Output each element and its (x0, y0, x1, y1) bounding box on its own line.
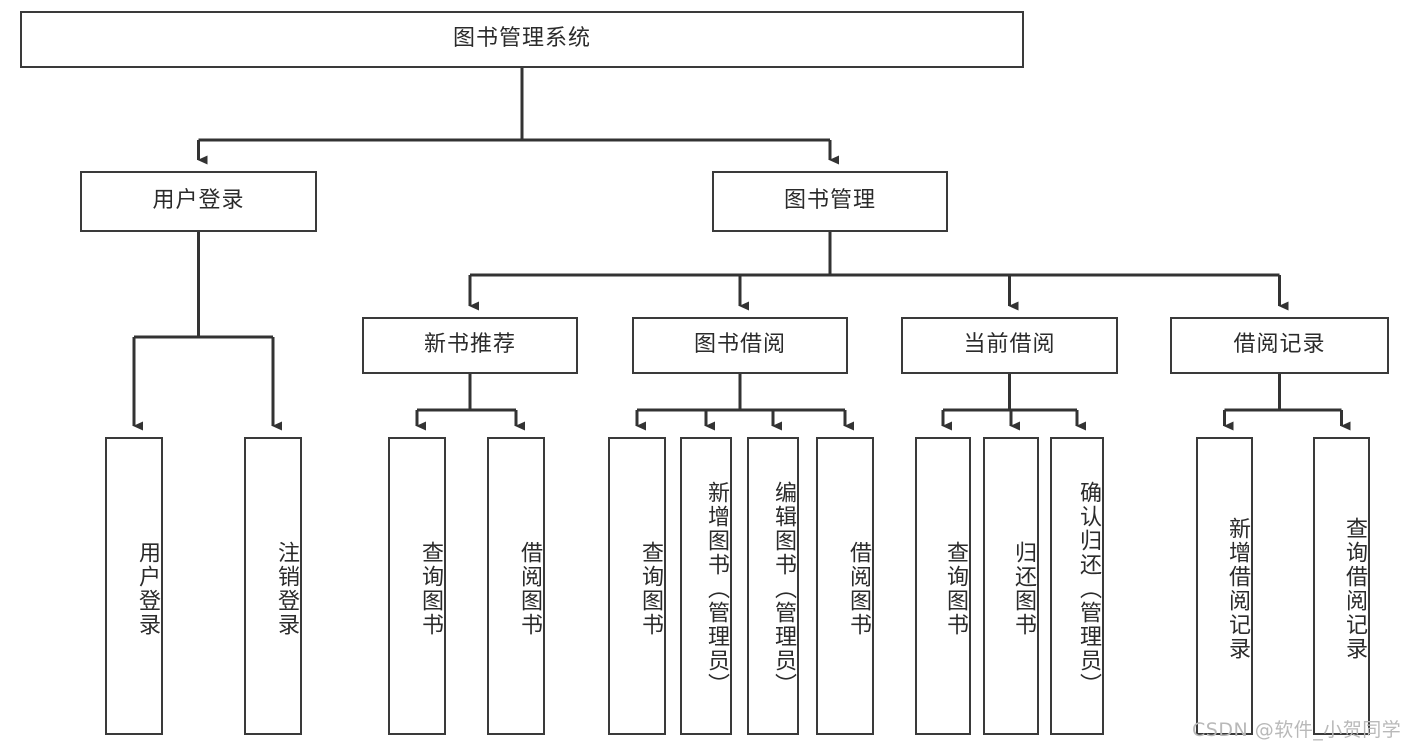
node-leaf-borrow-book: 借阅图书 (816, 437, 874, 735)
node-label: 图书管理 (783, 188, 876, 214)
node-label: 借阅图书 (846, 541, 871, 637)
node-book-manage: 图书管理 (712, 171, 948, 232)
node-label: 查询借阅记录 (1342, 517, 1367, 661)
node-label: 确认归还（管理员） (1076, 481, 1101, 697)
node-label: 借阅图书 (517, 541, 542, 637)
node-label: 查询图书 (638, 541, 663, 637)
node-leaf-add-borrow-record: 新增借阅记录 (1196, 437, 1253, 735)
node-label: 新书推荐 (423, 332, 516, 358)
node-label: 归还图书 (1011, 541, 1036, 637)
node-book-borrow: 图书借阅 (632, 317, 848, 374)
node-leaf-confirm-return-admin: 确认归还（管理员） (1050, 437, 1104, 735)
node-label: 当前借阅 (963, 332, 1056, 358)
node-label: 查询图书 (418, 541, 443, 637)
node-label: 图书管理系统 (452, 26, 591, 52)
node-leaf-borrow-book-recommend: 借阅图书 (487, 437, 545, 735)
node-leaf-query-book-recommend: 查询图书 (388, 437, 446, 735)
node-leaf-user-login: 用户登录 (105, 437, 163, 735)
node-leaf-user-logout: 注销登录 (244, 437, 302, 735)
node-leaf-query-borrow-record: 查询借阅记录 (1313, 437, 1370, 735)
node-label: 新增图书（管理员） (704, 481, 729, 697)
node-leaf-query-book-borrow: 查询图书 (608, 437, 666, 735)
node-label: 图书借阅 (693, 332, 786, 358)
node-leaf-query-book-current: 查询图书 (915, 437, 971, 735)
node-new-book-recommend: 新书推荐 (362, 317, 578, 374)
node-root: 图书管理系统 (20, 11, 1024, 68)
node-borrow-record: 借阅记录 (1170, 317, 1389, 374)
node-user-login: 用户登录 (80, 171, 317, 232)
node-label: 用户登录 (152, 188, 245, 214)
node-label: 新增借阅记录 (1225, 517, 1250, 661)
node-label: 编辑图书（管理员） (771, 481, 796, 697)
node-label: 用户登录 (135, 541, 160, 637)
node-leaf-return-book: 归还图书 (983, 437, 1039, 735)
node-label: 查询图书 (943, 541, 968, 637)
node-leaf-edit-book-admin: 编辑图书（管理员） (747, 437, 799, 735)
node-leaf-add-book-admin: 新增图书（管理员） (680, 437, 732, 735)
node-label: 注销登录 (274, 541, 299, 637)
node-label: 借阅记录 (1233, 332, 1326, 358)
node-current-borrow: 当前借阅 (901, 317, 1118, 374)
